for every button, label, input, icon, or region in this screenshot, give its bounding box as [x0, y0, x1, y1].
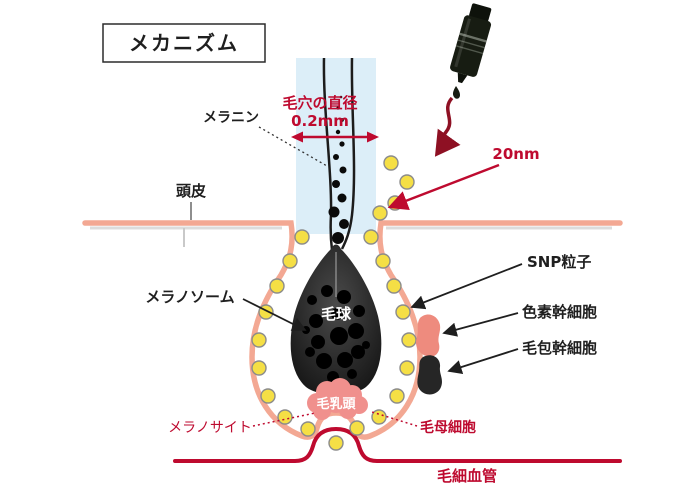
follicle-stem-cell-label: 毛包幹細胞 [522, 339, 597, 357]
dermal-papilla-cells [307, 378, 368, 420]
melanin-granule [340, 118, 344, 122]
melanosome-label: メラノソーム [145, 288, 234, 306]
hair-shaft-right-line [340, 57, 356, 250]
melanocyte-label: メラノサイト [168, 420, 252, 436]
dropper-bottle [450, 3, 492, 84]
melanosome-granule [330, 327, 348, 345]
snp-particle [399, 174, 415, 190]
melanin-granule [336, 106, 340, 110]
snp-particle [294, 229, 310, 245]
melanin-granule [339, 141, 345, 147]
melanin-granule [335, 129, 341, 135]
snp-particle [282, 253, 298, 269]
melanosome-granule [348, 323, 364, 339]
bottle-label-stripe [457, 39, 485, 49]
snp-particle [389, 388, 405, 404]
pigment-stem-cell-label: 色素幹細胞 [522, 303, 597, 321]
melanosome-granule [337, 352, 353, 368]
snp-particle [349, 420, 365, 436]
snp-particle [399, 360, 415, 376]
melanin-granule [332, 232, 344, 244]
melanin-label: メラニン [203, 110, 259, 126]
melanin-granule [332, 180, 340, 188]
bottle-tip [457, 72, 468, 84]
melanin-granule [328, 206, 340, 218]
melanin-granule [333, 154, 339, 160]
snp-particle [395, 304, 411, 320]
snp-particle [260, 388, 276, 404]
snp-particle [383, 155, 399, 171]
snp-particle [371, 409, 387, 425]
melanosome-granule [321, 285, 333, 297]
bottle-cap [469, 3, 492, 22]
snp-particles [251, 155, 417, 451]
papilla-cell [339, 401, 357, 419]
arrowhead-right [367, 131, 379, 143]
snp-particle [375, 253, 391, 269]
melanin-granule [339, 166, 347, 174]
capillary-label: 毛細血管 [437, 467, 497, 485]
dermal-papilla-label: 毛乳頭 [316, 396, 356, 412]
hair-shaft-left-line [322, 57, 334, 251]
snp-particle [401, 332, 417, 348]
bottle-label-stripe [459, 32, 487, 43]
melanosome-granule [307, 295, 317, 305]
melanin-granule [339, 95, 343, 99]
particle-size-arrow [387, 163, 500, 211]
snp-particle [386, 278, 402, 294]
melanin-granules-in-shaft [328, 95, 349, 244]
snp-particle [363, 229, 379, 245]
snp-particle [372, 205, 388, 221]
matrix-cell-label: 毛母細胞 [420, 419, 476, 436]
melanosome-granule [347, 369, 357, 379]
melanosome-granule [316, 353, 332, 369]
snp-particle-label: SNP粒子 [527, 253, 591, 271]
melanosome-granule [331, 308, 343, 320]
pore-diameter-arrow [291, 131, 379, 143]
melanocyte-pointer-line [252, 412, 316, 427]
liquid-drop [452, 86, 460, 99]
follicle-channel [296, 58, 376, 234]
pore-diameter-label: 毛穴の直径 [282, 94, 357, 112]
pigment-stem-pointer-arrow [442, 312, 519, 337]
snp-particle [269, 278, 285, 294]
melanin-granule [337, 193, 347, 203]
melanosome-granule [353, 305, 365, 317]
snp-particle [277, 409, 293, 425]
scalp-label: 頭皮 [176, 182, 206, 200]
melanosome-pointer-arrow [242, 298, 307, 331]
melanosome-granule [351, 345, 365, 359]
melanosome-granule [305, 347, 315, 357]
snp-pointer-arrow [410, 263, 523, 310]
follicle-stem-pointer-arrow [447, 348, 519, 375]
melanosome-granule [311, 335, 325, 349]
melanin-granule [339, 219, 349, 229]
melanosome-granule [337, 290, 351, 304]
pigment-stem-cell-blob [416, 314, 441, 357]
particle-size-label: 20nm [492, 145, 539, 163]
follicle-stem-cell-blob [417, 355, 442, 395]
melanosome-granule [362, 341, 370, 349]
bottle-body [450, 15, 492, 77]
snp-particle [251, 332, 267, 348]
title-box [102, 23, 266, 63]
melanosome-granules-in-bulb [302, 285, 370, 383]
melanin-pointer-line [258, 126, 328, 167]
drip-curve-arrow [434, 96, 461, 157]
hair-bulb-label: 毛球 [321, 305, 352, 323]
arrowhead-left [291, 131, 303, 143]
snp-particle [300, 421, 316, 437]
snp-particle [328, 435, 344, 451]
melanosome-granule [309, 314, 323, 328]
bottle-highlight [454, 18, 471, 68]
page-title: メカニズム [129, 31, 239, 55]
capillary-line [173, 426, 622, 463]
bottle-label-stripe [455, 45, 484, 55]
pore-diameter-value: 0.2mm [291, 112, 349, 130]
snp-particle [251, 360, 267, 376]
